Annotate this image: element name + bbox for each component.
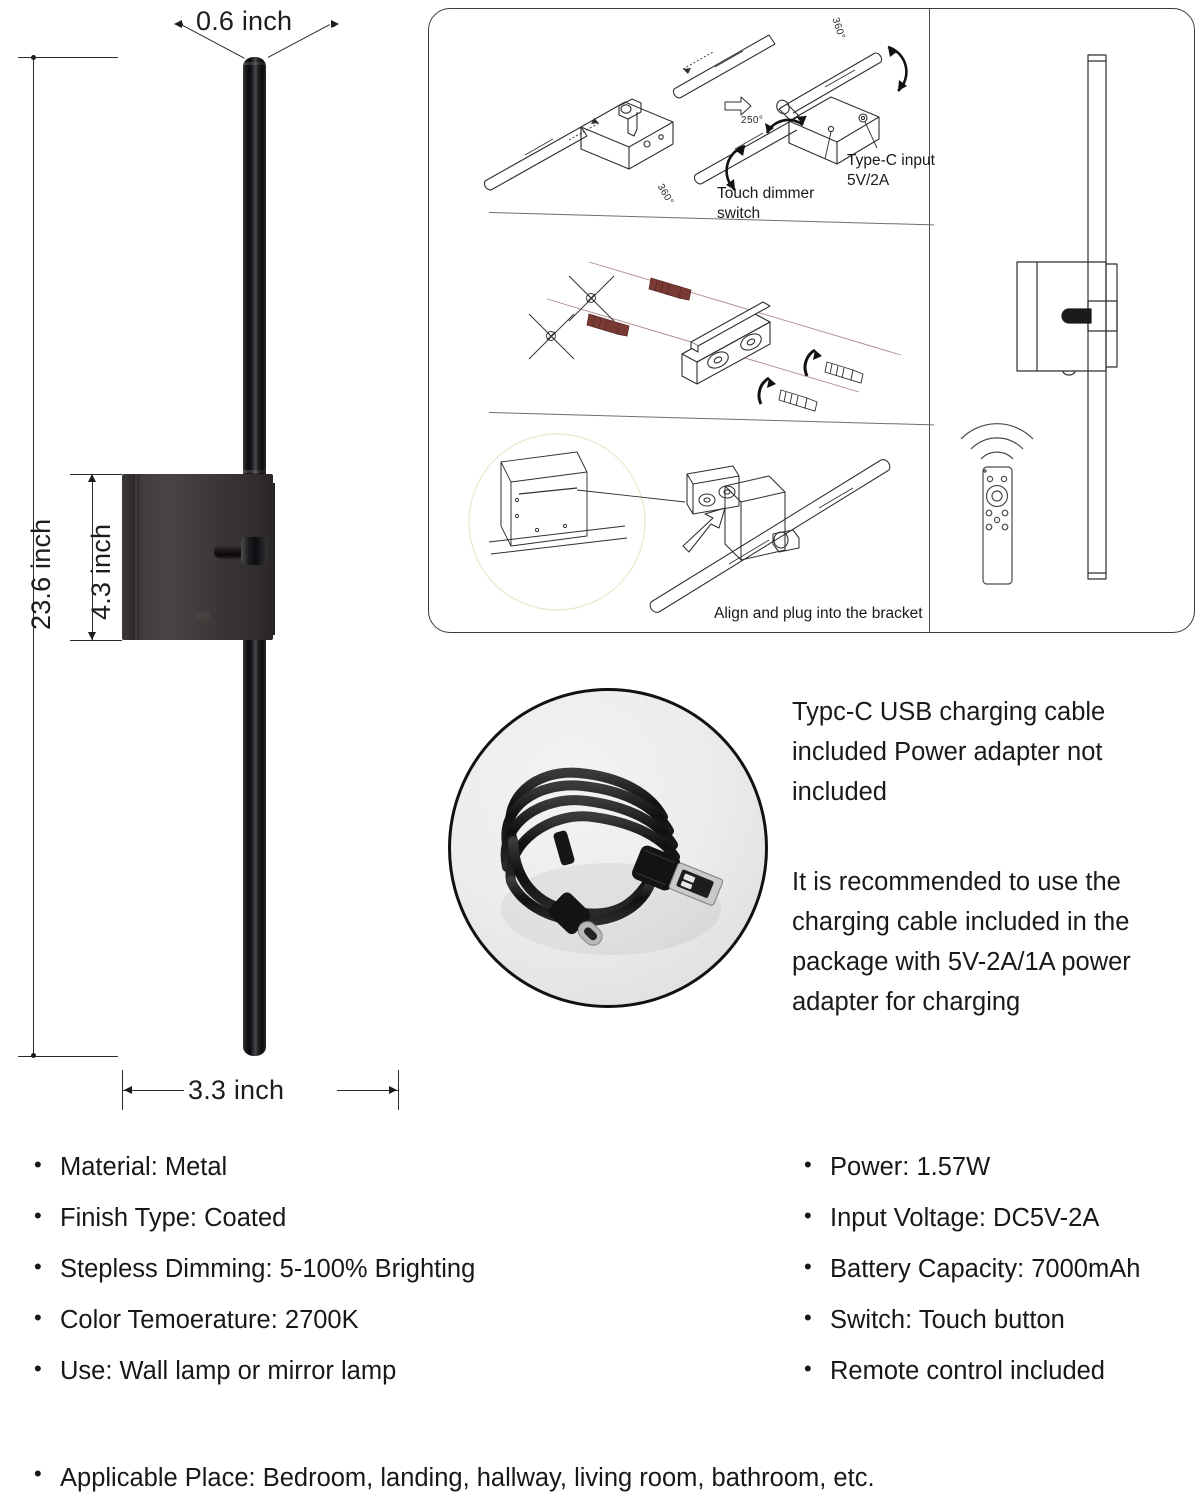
dim-tick-mount-top xyxy=(70,474,122,475)
spec-item: Color Temoerature: 2700K xyxy=(22,1303,662,1356)
spec-list-right: Power: 1.57W Input Voltage: DC5V-2A Batt… xyxy=(792,1150,1192,1407)
spec-item: Input Voltage: DC5V-2A xyxy=(792,1201,1192,1254)
label-type-c-input: Type-C input 5V/2A xyxy=(847,152,935,189)
spec-item: Material: Metal xyxy=(22,1150,662,1203)
spec-item: Power: 1.57W xyxy=(792,1150,1192,1203)
dim-tick-mount-bottom xyxy=(70,640,122,641)
label-align-plug: Align and plug into the bracket xyxy=(714,605,923,622)
mount-box-edge xyxy=(135,474,137,640)
spec-item: Stepless Dimming: 5-100% Brighting xyxy=(22,1252,662,1305)
spec-item: Finish Type: Coated xyxy=(22,1201,662,1254)
dim-arrow-depth-right xyxy=(389,1086,397,1094)
step1-assembled-drawing xyxy=(693,45,908,191)
step2-bracket-mounting-drawing xyxy=(528,261,902,412)
product-dimension-diagram: 0.6 inch 23.6 inch 4.3 inch 3.3 inch xyxy=(0,0,425,1130)
dimension-mount-height-label: 4.3 inch xyxy=(86,523,116,620)
dim-arrow-mount-up xyxy=(88,474,96,482)
dim-arrow-depth-left xyxy=(124,1086,132,1094)
panel-vertical-divider xyxy=(929,9,931,632)
usb-cable-photo xyxy=(448,688,768,1008)
dim-tick-total-top xyxy=(18,57,118,58)
cable-included-note: Typc-C USB charging cable included Power… xyxy=(792,698,1106,806)
dim-arrow-mount-down xyxy=(88,632,96,640)
dim-tick-total-bottom xyxy=(18,1056,118,1057)
step1-assembly-drawing xyxy=(483,34,776,191)
charging-recommendation-note: It is recommended to use the charging ca… xyxy=(792,868,1131,1016)
side-view-and-remote-drawing xyxy=(960,54,1118,585)
spec-item: Remote control included xyxy=(792,1354,1192,1407)
dim-tick-depth-right xyxy=(398,1070,399,1110)
spec-item: Switch: Touch button xyxy=(792,1303,1192,1356)
rotating-joint-collar xyxy=(241,537,268,565)
dim-arrow-right xyxy=(331,20,339,28)
rod-top-ring xyxy=(243,62,266,65)
dimension-depth-label: 3.3 inch xyxy=(188,1075,285,1105)
dim-line-depth-right xyxy=(337,1090,398,1091)
spec-item-applicable-place: Applicable Place: Bedroom, landing, hall… xyxy=(22,1461,875,1493)
dim-arrow-left xyxy=(174,20,182,28)
rod-seam-upper xyxy=(243,470,266,473)
usb-cable-illustration xyxy=(500,767,724,955)
step3-align-plug-drawing xyxy=(468,433,891,613)
dim-line-depth-left xyxy=(122,1090,184,1091)
dim-line-mount xyxy=(92,474,93,640)
dim-dot-total-bottom xyxy=(31,1053,36,1058)
dimension-height-label: 23.6 inch xyxy=(26,518,56,630)
dim-line-total xyxy=(33,57,34,1056)
spec-item: Battery Capacity: 7000mAh xyxy=(792,1252,1192,1305)
dimension-width-label: 0.6 inch xyxy=(196,6,293,36)
installation-instruction-panel: 360° 360° 250° Type-C input 5V/2A Touch … xyxy=(428,8,1195,633)
mount-bottom-nub xyxy=(196,612,210,621)
label-touch-dimmer-switch: Touch dimmer switch xyxy=(717,185,815,222)
spec-list-left: Material: Metal Finish Type: Coated Step… xyxy=(22,1150,662,1407)
angle-label-joint: 250° xyxy=(741,115,764,126)
spec-item: Use: Wall lamp or mirror lamp xyxy=(22,1354,662,1407)
dim-dot-total-top xyxy=(31,55,36,60)
